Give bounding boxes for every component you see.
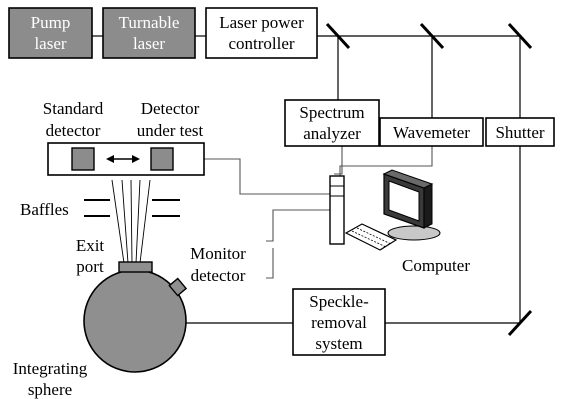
integrating-sphere (83, 261, 188, 373)
detector-under-test-label-1: Detector (141, 99, 200, 118)
wire-wavemeter-to-computer (339, 146, 433, 176)
speckle-removal-label-2: removal (311, 313, 367, 332)
wire-detector-to-computer (204, 158, 330, 195)
speckle-removal-label-3: system (315, 334, 362, 353)
tunable-laser-label-1: Turnable (119, 13, 180, 32)
exit-port (118, 261, 153, 273)
mirror-1 (325, 22, 351, 50)
mirror-3 (507, 22, 533, 50)
standard-detector-label-1: Standard (43, 99, 104, 118)
signal-wires (204, 146, 433, 279)
spectrum-analyzer-label-2: analyzer (303, 124, 361, 143)
laser-power-controller-label-1: Laser power (219, 13, 304, 32)
baffles (84, 199, 180, 217)
baffles-label: Baffles (20, 200, 69, 219)
detector-stage (47, 142, 205, 176)
wavemeter-box: Wavemeter (379, 117, 484, 147)
shutter-label: Shutter (495, 123, 544, 142)
spectrum-analyzer-label-1: Spectrum (299, 103, 364, 122)
integrating-sphere-label-1: Integrating (13, 359, 88, 378)
detector-under-test (150, 147, 174, 171)
wire-monitor-to-computer (266, 209, 330, 242)
standard-detector (71, 147, 95, 171)
exit-port-label-2: port (76, 257, 104, 276)
monitor-detector-label-2: detector (191, 266, 246, 285)
wire-spectrum-to-computer (334, 146, 343, 175)
laser-power-controller-label-2: controller (228, 34, 294, 53)
detector-under-test-label-2: under test (137, 121, 204, 140)
wire-monitor-detector (266, 248, 274, 279)
beam-path (186, 35, 521, 324)
mirror-2 (419, 22, 445, 50)
computer-keyboard (344, 223, 398, 251)
mirror-4 (507, 309, 533, 337)
integrating-sphere-label-2: sphere (28, 380, 72, 399)
computer-icon (329, 169, 441, 251)
computer-tower (329, 175, 345, 245)
monitor-detector (168, 277, 188, 297)
computer-label: Computer (402, 256, 470, 275)
double-arrow-icon (106, 155, 140, 163)
tunable-laser-label-2: laser (133, 34, 165, 53)
monitor-detector-label-1: Monitor (190, 244, 246, 263)
pump-laser-label-2: laser (34, 34, 66, 53)
exit-port-label-1: Exit (76, 236, 105, 255)
tunable-laser-box: Turnable laser (102, 7, 196, 59)
pump-laser-box: Pump laser (8, 7, 93, 59)
standard-detector-label-2: detector (46, 121, 101, 140)
shutter-box: Shutter (485, 117, 555, 147)
spectrum-analyzer-box: Spectrum analyzer (284, 99, 380, 147)
wavemeter-label: Wavemeter (393, 123, 470, 142)
pump-laser-label-1: Pump (31, 13, 71, 32)
laser-power-controller-box: Laser power controller (205, 7, 318, 59)
speckle-removal-system-box: Speckle- removal system (292, 288, 386, 356)
light-rays (111, 179, 151, 264)
speckle-removal-label-1: Speckle- (309, 292, 369, 311)
